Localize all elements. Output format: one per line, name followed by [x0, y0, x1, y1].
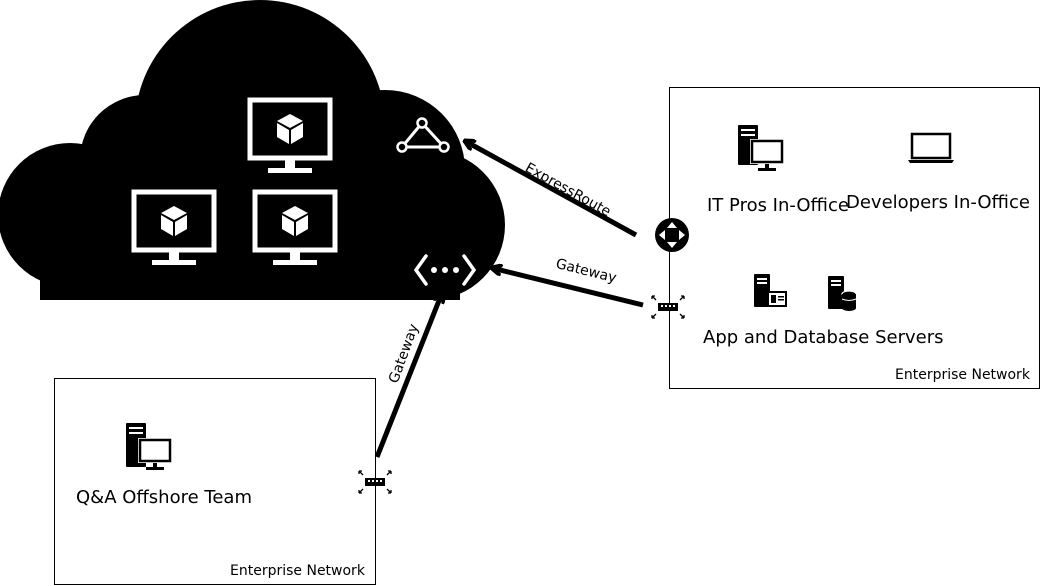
local-gateway-icon [358, 470, 392, 494]
left-network-caption: Enterprise Network [230, 563, 365, 579]
workstation-icon [126, 423, 172, 470]
right-network-caption: Enterprise Network [895, 367, 1030, 383]
azure-cloud [0, 0, 505, 300]
developers-label: Developers In-Office [846, 192, 1030, 213]
virtual-machine-icon [252, 189, 338, 265]
qa-team-label: Q&A Offshore Team [76, 487, 252, 508]
gateway-left-arrow [374, 293, 442, 458]
expressroute-arrow [465, 141, 638, 238]
vpn-gateway-icon [413, 254, 477, 286]
network-triangle-icon [396, 117, 450, 153]
laptop-icon [908, 132, 954, 163]
virtual-machine-icon [247, 97, 333, 173]
database-server-icon [828, 276, 857, 311]
local-gateway-icon [651, 295, 685, 319]
servers-label: App and Database Servers [703, 327, 944, 348]
it-pros-label: IT Pros In-Office [707, 195, 849, 216]
router-icon [655, 218, 689, 252]
virtual-machine-icon [131, 189, 217, 265]
left-enterprise-network-box [54, 378, 376, 585]
workstation-icon [738, 125, 784, 171]
gateway-right-arrow [492, 268, 644, 308]
app-server-icon [754, 274, 787, 307]
